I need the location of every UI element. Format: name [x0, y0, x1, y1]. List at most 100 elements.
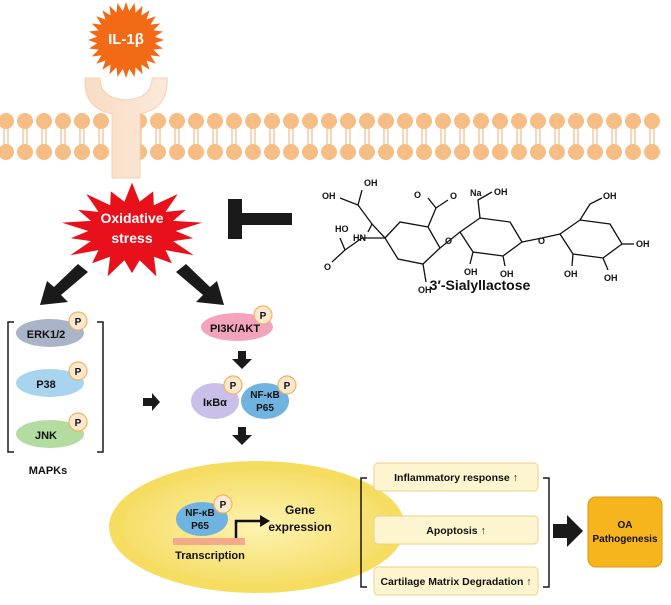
lipid-head: [587, 144, 603, 160]
lipid-tails: [497, 127, 503, 146]
arrow-to-pi3k: [176, 264, 224, 305]
il1-receptor: [84, 77, 168, 179]
outcome-inflammatory-label: Inflammatory response ↑: [394, 472, 518, 484]
lipid-tails: [611, 127, 617, 146]
lipid-tails: [554, 127, 560, 146]
lipid-head: [169, 113, 185, 129]
lipid-tails: [516, 127, 522, 146]
atom-oh: OH: [418, 285, 432, 295]
lipid-head: [321, 113, 337, 129]
mapk-jnk: JNK: [16, 420, 84, 448]
outcome-apoptosis: Apoptosis ↑: [373, 515, 539, 545]
lipid-head: [359, 113, 375, 129]
outcome-cartilage-label: Cartilage Matrix Degradation ↑: [380, 576, 531, 588]
atom-oh: OH: [564, 269, 578, 279]
transcription-label: Transcription: [175, 550, 245, 562]
arrow-to-oa: [553, 515, 583, 547]
lipid-tails: [307, 127, 313, 146]
atom-o: O: [324, 262, 331, 272]
lipid-head: [150, 144, 166, 160]
atom-oh: OH: [364, 178, 378, 188]
lipid-head: [264, 113, 280, 129]
atom-o: O: [538, 236, 545, 246]
svg-text:P: P: [75, 418, 82, 429]
lipid-head: [549, 113, 565, 129]
arrow-pi3k-to-ikba: [232, 351, 252, 369]
svg-text:P: P: [220, 500, 227, 511]
dna-strand: [173, 538, 245, 545]
svg-text:P: P: [284, 381, 291, 392]
lipid-tails: [326, 127, 332, 146]
lipid-tails: [383, 127, 389, 146]
lipid-tails: [212, 127, 218, 146]
phospho-badge-pi3k: P: [253, 305, 273, 325]
lipid-head: [454, 113, 470, 129]
stress-label-line1: Oxidative: [100, 210, 163, 226]
lipid-tails: [364, 127, 370, 146]
pi3k-label: PI3K/AKT: [210, 323, 260, 335]
gene-expression-line1: Gene: [285, 503, 315, 517]
lipid-tails: [573, 127, 579, 146]
arrow-mapk-to-nfkb: [143, 393, 160, 411]
lipid-head: [473, 113, 489, 129]
inhibition-symbol: [228, 199, 292, 239]
lipid-head: [245, 113, 261, 129]
nfkb-label-line1: NF-κB: [250, 390, 279, 401]
lipid-head: [549, 144, 565, 160]
phospho-badges: P P P P P P P: [68, 305, 297, 514]
lipid-head: [435, 144, 451, 160]
lipid-head: [397, 144, 413, 160]
lipid-tails: [592, 127, 598, 146]
atom-o: O: [414, 190, 421, 200]
p38-label: P38: [36, 379, 56, 391]
lipid-head: [530, 113, 546, 129]
atom-oh: OH: [603, 191, 617, 201]
atom-na: Na: [470, 188, 482, 198]
mapk-p38: P38: [16, 369, 84, 397]
atom-oh: OH: [464, 267, 478, 277]
lipid-head: [226, 113, 242, 129]
cell-membrane: [0, 113, 660, 160]
outcome-inflammatory: Inflammatory response ↑: [373, 462, 539, 492]
compound-label: 3′-Sialyllactose: [430, 277, 531, 293]
lipid-head: [435, 113, 451, 129]
lipid-head: [55, 113, 71, 129]
lipid-head: [378, 113, 394, 129]
lipid-head: [416, 113, 432, 129]
lipid-head: [454, 144, 470, 160]
il1b-ligand: IL-1β: [88, 2, 164, 78]
outcomes-bracket: [360, 477, 550, 588]
atom-o: O: [450, 191, 457, 201]
lipid-head: [492, 144, 508, 160]
lipid-head: [207, 113, 223, 129]
oa-pathogenesis: OA Pathogenesis: [587, 496, 663, 568]
lipid-head: [321, 144, 337, 160]
lipid-head: [340, 113, 356, 129]
atom-oh: OH: [604, 273, 618, 283]
atom-o: O: [445, 236, 452, 246]
lipid-head: [359, 144, 375, 160]
lipid-head: [283, 113, 299, 129]
lipid-tails: [421, 127, 427, 146]
lipid-head: [511, 113, 527, 129]
lipid-head: [511, 144, 527, 160]
arrow-to-mapk: [40, 264, 88, 305]
mapk-group-label: MAPKs: [29, 465, 68, 477]
lipid-tails: [155, 127, 161, 146]
lipid-head: [74, 113, 90, 129]
lipid-tails: [535, 127, 541, 146]
nfkb-label-line2: P65: [256, 403, 274, 414]
outcome-apoptosis-label: Apoptosis ↑: [426, 525, 486, 537]
ikba-label: IκBα: [203, 397, 227, 409]
lipid-head: [36, 113, 52, 129]
lipid-tails: [250, 127, 256, 146]
phospho-badge-erk: P: [68, 311, 88, 331]
mapk-erk: ERK1/2: [16, 319, 84, 347]
svg-text:P: P: [260, 311, 267, 322]
mapk-bracket: [7, 321, 104, 453]
atom-oh: OH: [322, 191, 336, 201]
lipid-head: [492, 113, 508, 129]
lipid-head: [644, 144, 660, 160]
lipid-head: [606, 113, 622, 129]
lipid-head: [606, 144, 622, 160]
